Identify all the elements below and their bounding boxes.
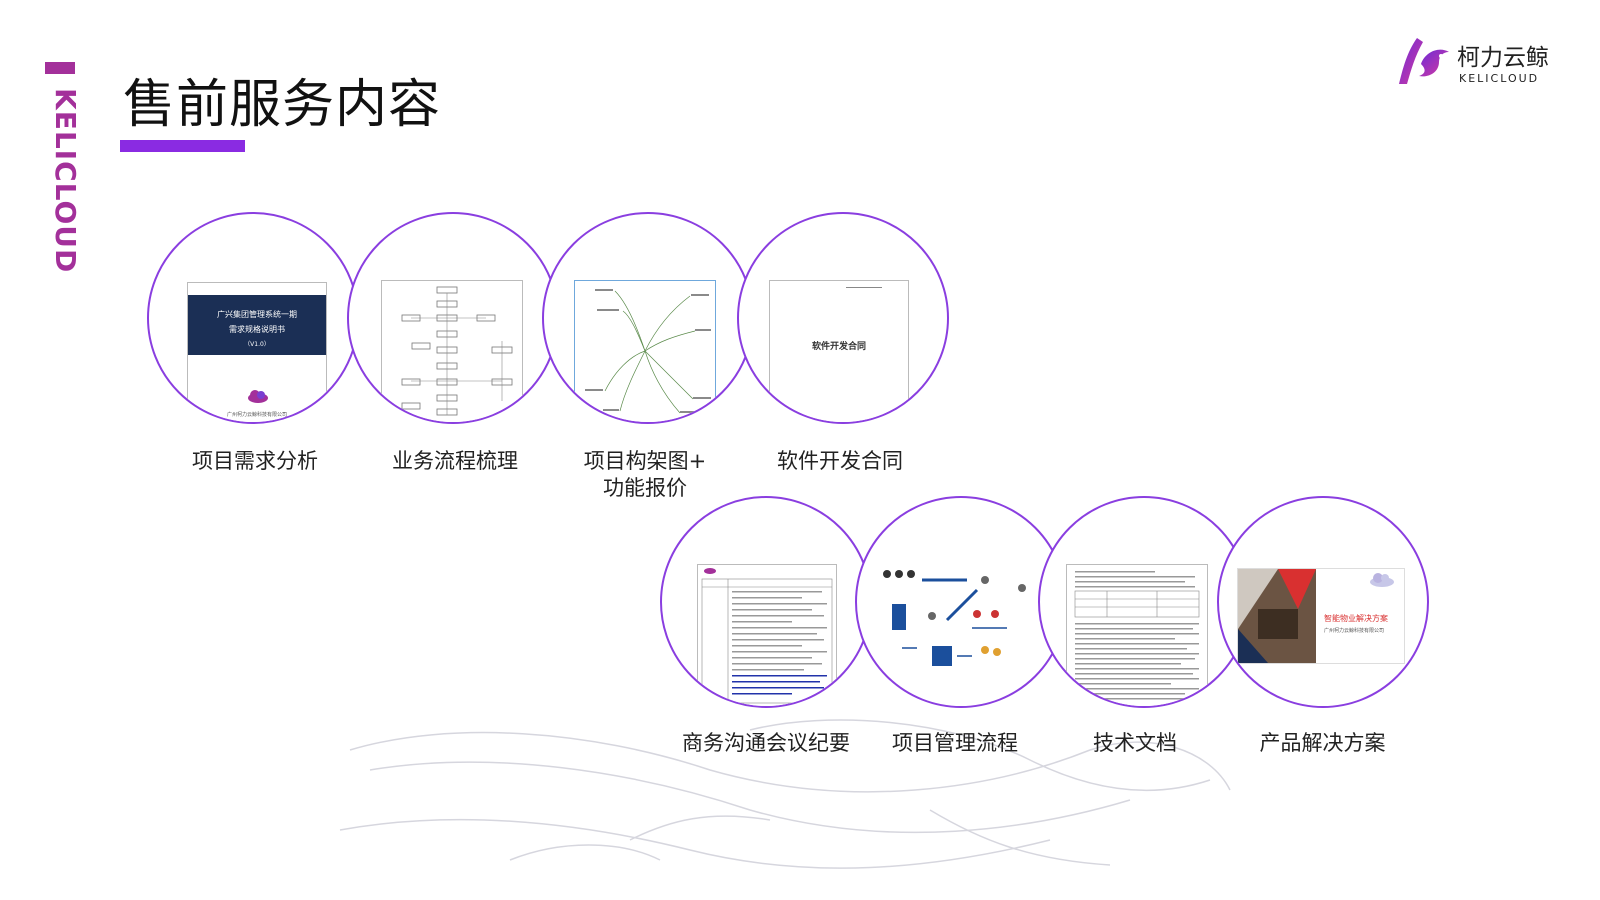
contract-thumbnail: 软件开发合同 [769, 280, 909, 422]
service-circle-solution[interactable]: 智能物业解决方案 广州柯力云鲸科技有限公司 [1217, 496, 1429, 708]
requirements-doc-thumbnail: 广兴集团管理系统一期 需求规格说明书 （V1.0） 广州柯力云鲸科技有限公司 [187, 282, 327, 422]
service-label-meeting-minutes: 商务沟通会议纪要 [682, 731, 850, 755]
logo-text-en: KELICLOUD [1459, 72, 1540, 85]
mindmap-thumbnail [574, 280, 716, 422]
side-accent-bar [45, 62, 75, 74]
tech-doc-thumbnail [1066, 564, 1208, 706]
solution-slide-footer: 广州柯力云鲸科技有限公司 [1324, 628, 1385, 634]
service-label-business-process: 业务流程梳理 [392, 449, 518, 473]
whale-logo-icon [1399, 38, 1449, 84]
flowchart-thumbnail [381, 280, 523, 422]
doc-version: （V1.0） [244, 341, 270, 348]
solution-slide-title: 智能物业解决方案 [1324, 614, 1388, 623]
side-brand-text: KELICLOUD [49, 88, 82, 274]
doc-subtitle: 需求规格说明书 [229, 325, 285, 334]
cloud-logo-icon [1370, 573, 1394, 587]
brand-logo: 柯力云鲸 KELICLOUD [1395, 34, 1549, 94]
doc-footer: 广州柯力云鲸科技有限公司 [226, 412, 287, 418]
service-label-architecture: 项目构架图+ 功能报价 [575, 448, 715, 502]
title-underline [120, 140, 245, 152]
service-label-contract: 软件开发合同 [777, 449, 903, 473]
team-process-thumbnail [883, 570, 1026, 666]
service-circle-architecture[interactable] [542, 212, 754, 424]
contract-title: 软件开发合同 [811, 342, 866, 352]
whale-sketch-background [339, 719, 1231, 869]
service-label-project-management: 项目管理流程 [892, 731, 1018, 755]
doc-title: 广兴集团管理系统一期 [217, 310, 297, 319]
logo-text-cn: 柯力云鲸 [1457, 45, 1549, 71]
service-circle-project-management[interactable] [855, 496, 1067, 708]
service-circle-tech-doc[interactable] [1038, 496, 1250, 708]
service-circle-contract[interactable]: 软件开发合同 [737, 212, 949, 424]
service-label-requirements: 项目需求分析 [192, 449, 318, 473]
service-label-architecture-line1: 项目构架图+ [583, 449, 707, 473]
contract-header-line [846, 287, 882, 288]
service-circle-meeting-minutes[interactable] [660, 496, 872, 708]
service-label-solution: 产品解决方案 [1259, 731, 1386, 755]
solution-slide-thumbnail: 智能物业解决方案 广州柯力云鲸科技有限公司 [1237, 568, 1405, 664]
service-label-tech-doc: 技术文档 [1093, 731, 1177, 755]
service-circle-requirements[interactable]: 广兴集团管理系统一期 需求规格说明书 （V1.0） 广州柯力云鲸科技有限公司 [147, 212, 359, 424]
doc-cover-band: 广兴集团管理系统一期 需求规格说明书 （V1.0） [188, 295, 326, 355]
solution-slide-photo [1238, 569, 1316, 663]
page-title: 售前服务内容 [123, 75, 442, 135]
meeting-minutes-thumbnail [697, 564, 837, 706]
service-label-architecture-line2: 功能报价 [603, 476, 687, 500]
cloud-logo-icon [248, 390, 268, 403]
service-circle-business-process[interactable] [347, 212, 559, 424]
